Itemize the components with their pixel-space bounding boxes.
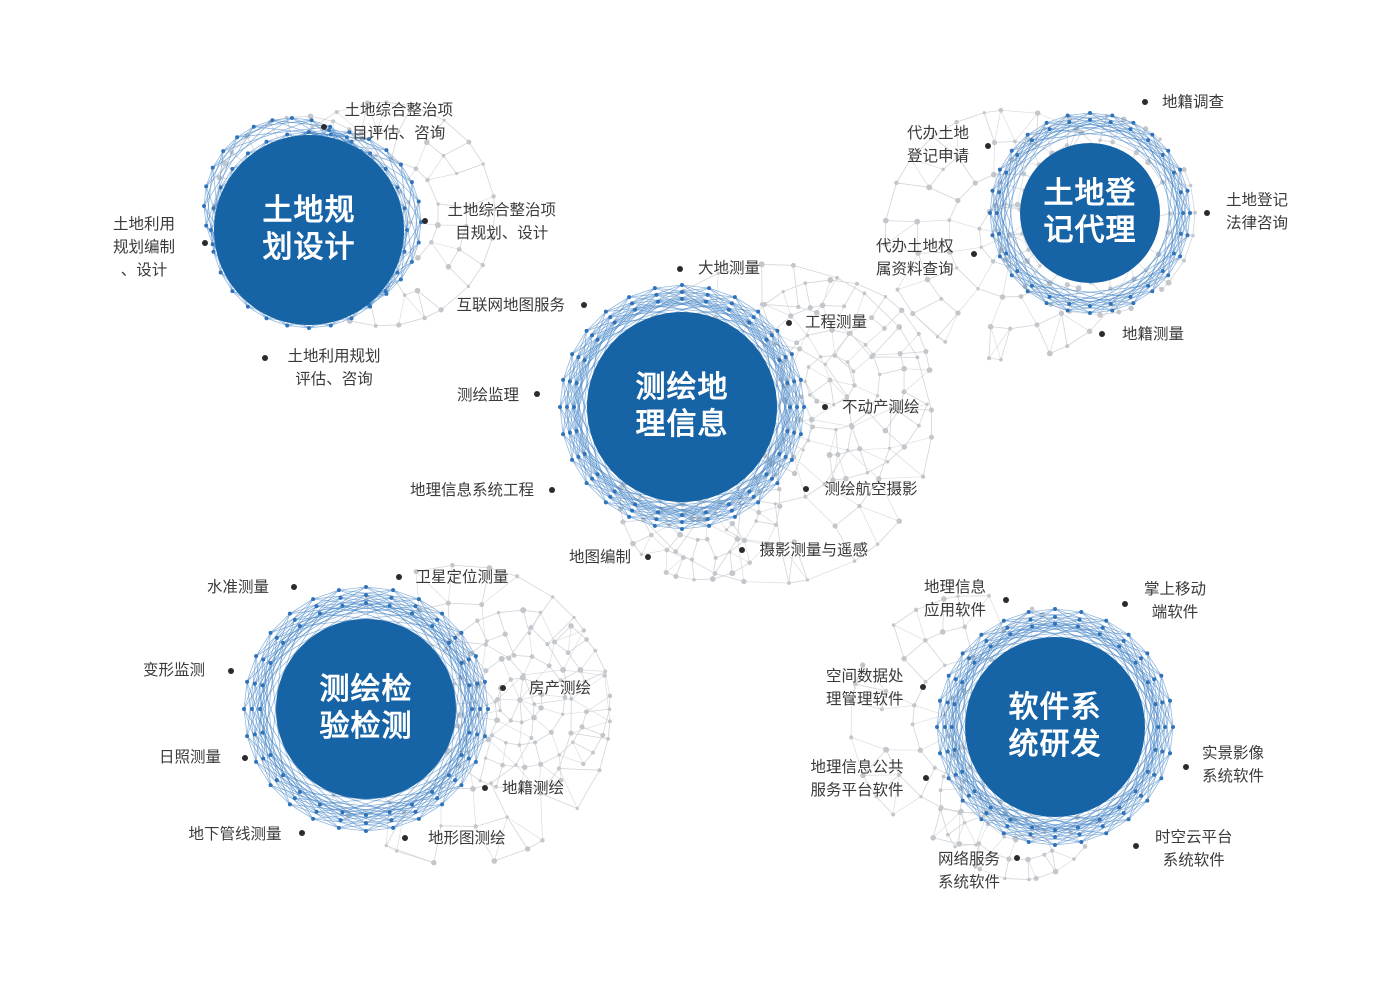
service-label: 土地综合整治项 目评估、咨询: [344, 101, 454, 142]
bullet-dot: [262, 355, 268, 361]
service-label: 地理信息 应用软件: [924, 578, 987, 619]
service-label: 工程测量: [805, 312, 868, 331]
service-label: 卫星定位测量: [415, 567, 509, 586]
service-label: 摄影测量与遥感: [759, 540, 869, 559]
bullet-dot: [803, 486, 809, 492]
hub-mesh-ring: [988, 111, 1192, 315]
bullet-dot: [822, 404, 828, 410]
bullet-dot: [677, 266, 683, 272]
service-label: 地图编制: [569, 547, 632, 566]
bullet-dot: [482, 785, 488, 791]
hub-inspection: 测绘检 验检测: [276, 619, 456, 799]
service-label: 地籍测绘: [502, 778, 565, 797]
service-label: 日照测量: [159, 747, 222, 766]
bullet-dot: [581, 302, 587, 308]
hub-mesh-ring: [995, 118, 1185, 308]
bullet-dot: [1204, 210, 1210, 216]
bullet-dot: [920, 684, 926, 690]
service-label: 测绘航空摄影: [824, 479, 918, 498]
service-label: 土地综合整治项 目规划、设计: [447, 201, 557, 242]
bullet-dot: [402, 835, 408, 841]
service-label: 地下管线测量: [188, 824, 282, 843]
service-label: 地形图测绘: [428, 828, 506, 847]
bullet-dot: [1133, 843, 1139, 849]
service-label: 房产测绘: [529, 678, 592, 697]
service-label: 空间数据处 理管理软件: [826, 667, 904, 708]
service-label: 地理信息公共 服务平台软件: [810, 758, 904, 799]
bullet-dot: [500, 685, 506, 691]
service-label: 土地利用规划 评估、咨询: [287, 347, 381, 388]
hub-software: 软件系 统研发: [965, 637, 1145, 817]
service-label: 时空云平台 系统软件: [1155, 828, 1233, 869]
bullet-dot: [299, 830, 305, 836]
bullet-dot: [534, 391, 540, 397]
hub-land-registration: 土地登 记代理: [1020, 143, 1160, 283]
service-label: 大地测量: [698, 258, 761, 277]
bullet-dot: [291, 584, 297, 590]
bullet-dot: [242, 755, 248, 761]
bullet-dot: [422, 218, 428, 224]
bullet-dot: [228, 668, 234, 674]
hub-mesh-ring: [558, 283, 806, 531]
service-label: 互联网地图服务: [456, 295, 566, 314]
bullet-dot: [739, 547, 745, 553]
hub-surveying: 测绘地 理信息: [587, 312, 777, 502]
service-label: 地理信息系统工程: [410, 480, 535, 499]
bullet-dot: [1183, 764, 1189, 770]
bullet-dot: [202, 240, 208, 246]
service-label: 土地利用 规划编制 、设计: [113, 214, 176, 279]
bullet-dot: [396, 574, 402, 580]
bullet-dot: [1003, 597, 1009, 603]
bullet-dot: [971, 251, 977, 257]
service-label: 变形监测: [143, 660, 206, 679]
service-label: 代办土地 登记申请: [907, 124, 970, 165]
bullet-dot: [1099, 331, 1105, 337]
bullet-dot: [645, 554, 651, 560]
bullet-dot: [1122, 601, 1128, 607]
service-label: 测绘监理: [457, 385, 520, 404]
service-label: 地籍调查: [1162, 92, 1225, 111]
hub-land-planning: 土地规 划设计: [214, 135, 404, 325]
bullet-dot: [1142, 99, 1148, 105]
bullet-dot: [549, 487, 555, 493]
bullet-dot: [1014, 855, 1020, 861]
service-label: 实景影像 系统软件: [1202, 744, 1265, 785]
service-label: 网络服务 系统软件: [938, 850, 1001, 891]
bullet-dot: [985, 143, 991, 149]
service-label: 不动产测绘: [842, 397, 920, 416]
hub-mesh-ring: [250, 593, 482, 825]
service-label: 土地登记 法律咨询: [1226, 191, 1289, 232]
service-label: 水准测量: [207, 577, 270, 596]
service-label: 掌上移动 端软件: [1144, 580, 1207, 621]
bullet-dot: [786, 320, 792, 326]
bullet-dot: [321, 124, 327, 130]
bullet-dot: [923, 775, 929, 781]
service-label: 地籍测量: [1122, 324, 1185, 343]
service-label: 代办土地权 属资料查询: [876, 237, 954, 278]
